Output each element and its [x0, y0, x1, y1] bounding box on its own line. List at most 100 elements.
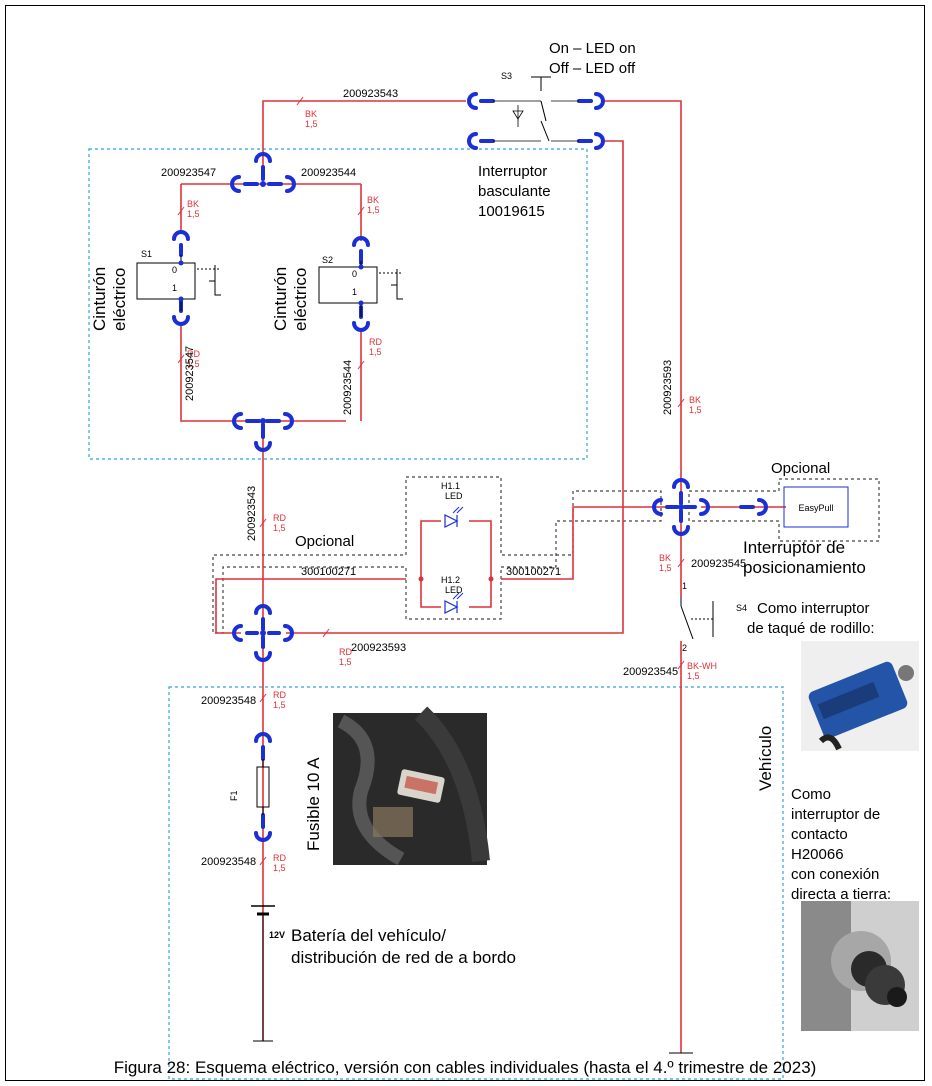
spec-bkwh-1: BK-WH	[687, 661, 717, 671]
wiring-diagram: EasyPull On – LED on Off – LED off S3 In…	[88, 40, 919, 1080]
vehiculo-label: Vehículo	[756, 726, 775, 791]
tappet-1: Como interruptor	[757, 600, 870, 617]
belt-switch-frame	[88, 148, 588, 460]
s3-mode-off: Off – LED off	[549, 60, 636, 77]
contact-6: directa a tierra:	[791, 886, 891, 903]
spec-rd-s1-2: 1,5	[187, 359, 200, 369]
f1-ref: F1	[229, 790, 239, 801]
code-271-right: 300100271	[506, 566, 561, 578]
contact-2: interruptor de	[791, 806, 880, 823]
spec-bk-top-2: 1,5	[305, 119, 318, 129]
spec-bk-s1-2: 1,5	[187, 209, 200, 219]
spec-bk-right-2: 1,5	[689, 405, 702, 415]
code-548-bottom: 200923548	[201, 856, 256, 868]
spec-bk-top-1: BK	[305, 109, 317, 119]
optional-easypull-frame	[688, 478, 880, 542]
belt1-label-2: eléctrico	[110, 268, 129, 331]
s3-name-3: 10019615	[478, 203, 545, 220]
s4-ref: S4	[736, 603, 747, 613]
spec-rd-593-1: RD	[339, 647, 352, 657]
tappet-2: de taqué de rodillo:	[747, 620, 875, 637]
connector-fuse	[254, 732, 272, 842]
spec-rd-main-1: RD	[273, 513, 286, 523]
spec-bk-s1-1: BK	[187, 199, 199, 209]
s2-pin1: 1	[352, 287, 357, 297]
spec-bk-s2-1: BK	[367, 195, 379, 205]
spec-bk-s4-1: BK	[659, 553, 671, 563]
spec-rd-main-2: 1,5	[273, 523, 286, 533]
h12-ref-2: LED	[445, 585, 463, 595]
belt1-label-1: Cinturón	[90, 267, 109, 331]
battery-symbol	[251, 905, 275, 1042]
wire-led-loop	[420, 520, 492, 608]
optional-led-frame	[212, 476, 662, 634]
code-593-vert: 200923593	[662, 360, 674, 415]
vehicle-frame	[168, 686, 784, 1080]
easypull-label: EasyPull	[798, 503, 833, 513]
s3-ref: S3	[501, 71, 512, 81]
s1-pin0: 0	[172, 265, 177, 275]
switch-s4	[680, 596, 714, 640]
connector-belt-tee-bottom	[232, 412, 294, 452]
code-271-left: 300100271	[301, 566, 356, 578]
code-543-top: 200923543	[343, 88, 398, 100]
wire-200923593-s3	[601, 100, 682, 501]
spec-bk-right-1: BK	[689, 395, 701, 405]
code-593-bottom: 200923593	[351, 642, 406, 654]
pos-switch-2: posicionamiento	[743, 558, 866, 577]
spec-rd-593-2: 1,5	[339, 657, 352, 667]
easypull-box	[783, 486, 849, 528]
code-545-bottom: 200923545	[623, 666, 678, 678]
switch-s1	[136, 255, 221, 311]
wire-200923543-top	[262, 100, 466, 176]
spec-bk-s2-2: 1,5	[367, 205, 380, 215]
figure-frame: EasyPull On – LED on Off – LED off S3 In…	[5, 5, 925, 1081]
volt-label: 12V	[269, 930, 285, 940]
tappet-photo	[801, 641, 919, 751]
code-548-top: 200923548	[201, 695, 256, 707]
contact-5: con conexión	[791, 866, 879, 883]
code-545-top: 200923545	[691, 558, 746, 570]
h12-ref-1: H1.2	[441, 575, 460, 585]
connector-belt-tee-top	[230, 152, 296, 193]
battery-2: distribución de red de a bordo	[291, 948, 516, 967]
contact-photo	[801, 901, 919, 1031]
fusible-label: Fusible 10 A	[304, 757, 323, 851]
connector-easypull	[739, 498, 768, 516]
fuse-photo	[333, 706, 490, 866]
spec-rd-s2-2: 1,5	[369, 347, 382, 357]
contact-3: contacto	[791, 826, 848, 843]
spec-rd-s2-1: RD	[369, 337, 382, 347]
opcional-left: Opcional	[295, 533, 354, 550]
connector-right-junction	[652, 478, 710, 536]
contact-1: Como	[791, 786, 831, 803]
s3-mode-on: On – LED on	[549, 40, 636, 57]
led-node-right	[488, 576, 494, 582]
spec-rd-548t-1: RD	[273, 690, 286, 700]
s4-pin2: 2	[682, 643, 687, 653]
wire-300100271-left	[215, 578, 406, 634]
code-543-vert: 200923543	[246, 486, 258, 541]
belt2-label-2: eléctrico	[291, 268, 310, 331]
s1-ref: S1	[141, 249, 152, 259]
led-h12	[444, 592, 464, 614]
switch-s2	[318, 261, 403, 317]
s2-ref: S2	[322, 255, 333, 265]
connector-s3-left	[467, 92, 495, 150]
figure-caption: Figura 28: Esquema eléctrico, versión co…	[113, 1058, 817, 1077]
s3-name-1: Interruptor	[478, 163, 547, 180]
s1-pin1: 1	[172, 283, 177, 293]
belt2-label-1: Cinturón	[271, 267, 290, 331]
contact-4: H20066	[791, 846, 844, 863]
code-544-top: 200923544	[301, 167, 356, 179]
spec-rd-s1-1: RD	[187, 349, 200, 359]
pos-switch-1: Interruptor de	[743, 538, 845, 557]
code-544-vert: 200923544	[342, 360, 354, 415]
s2-pin0: 0	[352, 269, 357, 279]
led-h11	[444, 506, 464, 528]
h11-ref-2: LED	[445, 491, 463, 501]
battery-1: Batería del vehículo/	[291, 926, 446, 945]
led-node-left	[418, 576, 424, 582]
connector-main-junction	[232, 604, 294, 662]
spec-rd-548b-1: RD	[273, 853, 286, 863]
